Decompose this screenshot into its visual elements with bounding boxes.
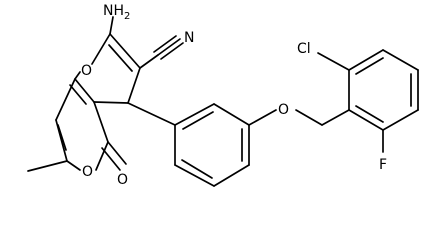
- bond-c2-n-amino: [109, 16, 114, 35]
- bond-o6-c5: [95, 141, 109, 171]
- bond-c8a-c8: [55, 78, 76, 121]
- bond-cn-triple-c: [160, 42, 184, 60]
- bond-c5-c4a: [93, 101, 109, 143]
- bond-c4-phenyl: [127, 102, 176, 126]
- bond-c7-o6: [66, 160, 81, 171]
- pyran-o-label: O: [81, 63, 92, 79]
- bond-c2-c3-double: [108, 44, 133, 72]
- carbonyl-o-label: O: [117, 172, 128, 188]
- bond-c2-c3: [109, 33, 141, 69]
- bond-ph-5-6: [174, 164, 215, 187]
- nitrile-n-label: N: [184, 30, 194, 46]
- bond-o1-c2: [91, 33, 111, 65]
- bond-c3-cn: [139, 54, 159, 69]
- chemical-structure-diagram: NH2 N O O O O Cl F: [27, 3, 419, 188]
- bond-c8a-o1: [74, 71, 81, 80]
- bond-c3-c4: [127, 67, 141, 104]
- bond-ar-inner-c: [355, 105, 384, 123]
- bond-cn-triple-b: [153, 35, 177, 53]
- bond-cn-triple-a: [157, 38, 181, 56]
- bond-ph-inner-a: [182, 111, 214, 130]
- bond-c4a-c8a-double: [69, 84, 87, 105]
- bond-ch2-aryl: [321, 109, 350, 126]
- fluorine-label: F: [379, 157, 387, 173]
- bond-ph-inner-c: [181, 159, 213, 179]
- lactone-ring-o-label: O: [82, 164, 93, 180]
- bond-o-ch2: [295, 109, 323, 126]
- bond-ph-o-ether: [248, 109, 277, 126]
- bond-ph-2-3: [213, 103, 250, 126]
- ether-o-label: O: [278, 102, 289, 118]
- amino-label: NH2: [103, 3, 130, 22]
- bonds: [27, 16, 419, 187]
- bond-c5-o-carbonyl: [107, 141, 127, 165]
- atom-labels: NH2 N O O O O Cl F: [81, 3, 387, 188]
- bond-ar-2-3: [348, 49, 384, 71]
- bond-c7-c8-double: [57, 124, 67, 151]
- bond-ph-1-2: [174, 103, 215, 126]
- bond-ph-4-5: [213, 164, 250, 187]
- bond-c4-c4a: [93, 101, 129, 104]
- bond-ar-6-1: [348, 109, 384, 131]
- bond-ar-3-4: [382, 49, 419, 71]
- bond-c4a-c8a: [74, 78, 95, 103]
- bond-ar-cl: [317, 52, 350, 71]
- bond-c7-methyl: [27, 160, 68, 172]
- chlorine-label: Cl: [297, 41, 311, 57]
- bond-c5-o-carbonyl-double: [101, 147, 121, 171]
- bond-ar-5-6: [382, 109, 419, 131]
- bond-ar-inner-a: [355, 57, 384, 75]
